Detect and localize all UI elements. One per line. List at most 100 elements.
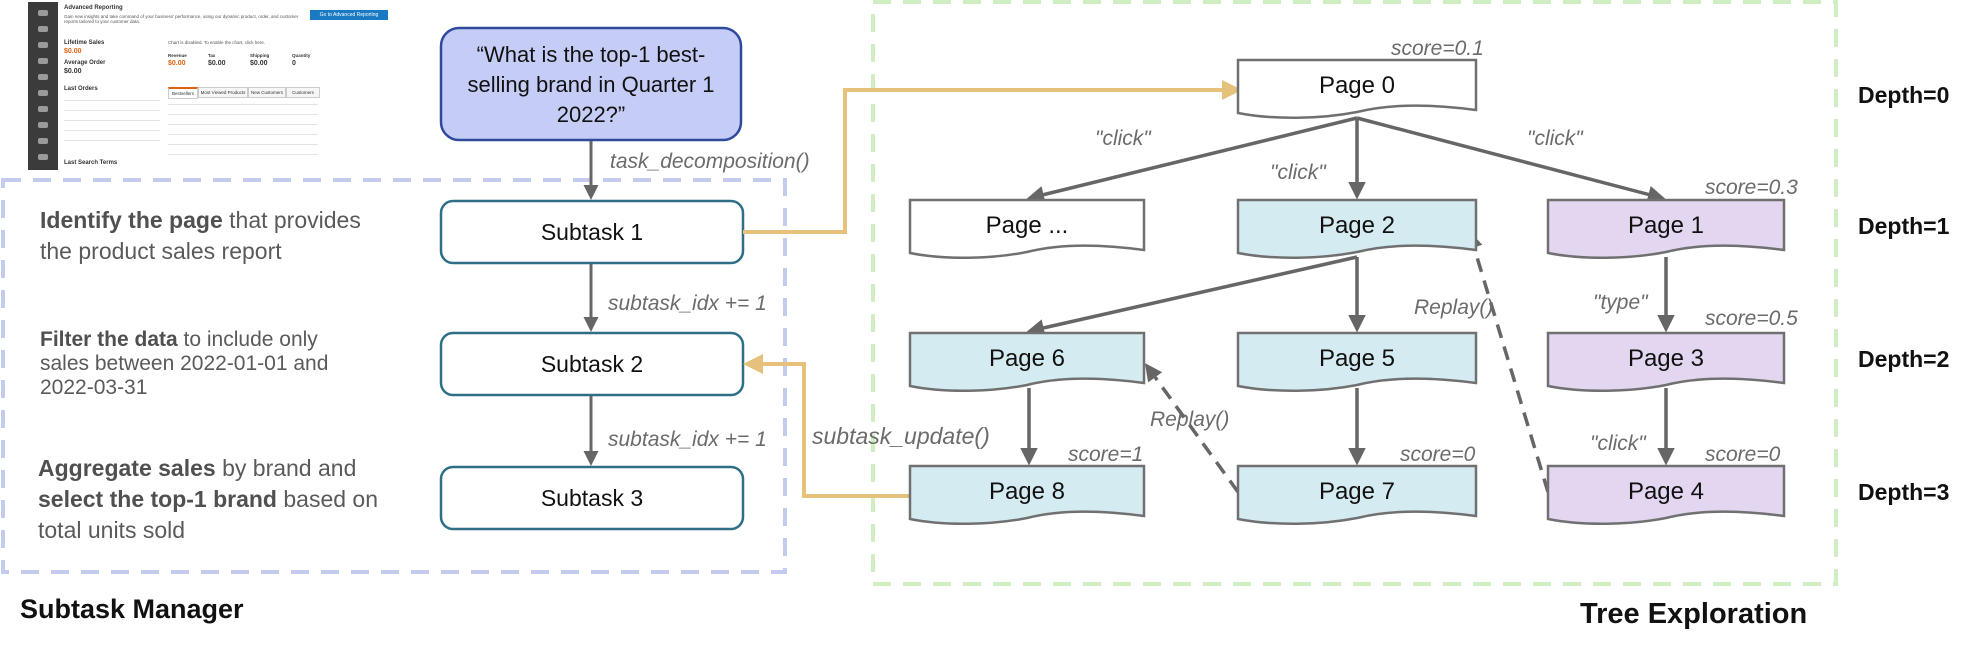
dashboard-thumbnail: Advanced Reporting Gain new insights and… bbox=[28, 2, 388, 172]
page-shape bbox=[1546, 331, 1786, 393]
replay-label-lower: Replay() bbox=[1150, 408, 1229, 431]
subtask-1-desc-line: the product sales report bbox=[40, 238, 282, 264]
stat-tax-value: $0.00 bbox=[208, 60, 226, 67]
thumb-subtitle: Gain new insights and take command of yo… bbox=[64, 14, 299, 24]
bestseller-row bbox=[168, 144, 318, 145]
subtask-2-label: Subtask 2 bbox=[541, 351, 643, 377]
customers-icon bbox=[38, 58, 48, 64]
page-label-pdots: Page ... bbox=[986, 212, 1069, 239]
reports-icon bbox=[38, 106, 48, 112]
subtask-1-box: Subtask 1 bbox=[439, 199, 745, 265]
page-node-p7: Page 7 bbox=[1236, 464, 1478, 526]
tab-new-customers[interactable]: New Customers bbox=[248, 87, 286, 98]
subtask-3-label: Subtask 3 bbox=[541, 485, 643, 511]
page-shape bbox=[1236, 58, 1478, 120]
stat-revenue-label: Revenue bbox=[168, 53, 187, 58]
marketing-icon bbox=[38, 74, 48, 80]
sales-icon bbox=[38, 26, 48, 32]
question-line-2: selling brand in Quarter 1 bbox=[467, 72, 714, 97]
page-node-p2: Page 2 bbox=[1236, 198, 1478, 260]
page-node-p3: Page 3 bbox=[1546, 331, 1786, 393]
score-page-7: score=0 bbox=[1400, 443, 1476, 466]
content-icon bbox=[38, 90, 48, 96]
admin-sidebar bbox=[28, 2, 58, 170]
subtask-update-arrow bbox=[743, 354, 910, 498]
page-shape bbox=[1236, 331, 1478, 393]
page-node-p1: Page 1 bbox=[1546, 198, 1786, 260]
depth-2-label: Depth=2 bbox=[1858, 346, 1949, 372]
score-page-0: score=0.1 bbox=[1391, 37, 1484, 60]
score-page-1: score=0.3 bbox=[1705, 176, 1798, 199]
decomposition-label: task_decomposition() bbox=[610, 150, 810, 173]
tree-edges bbox=[1020, 116, 1675, 466]
stat-shipping-label: Shipping bbox=[250, 53, 270, 58]
edge-label-click-mid: "click" bbox=[1270, 161, 1327, 184]
page-shape bbox=[908, 331, 1146, 393]
lifetime-sales-value: $0.00 bbox=[64, 48, 82, 55]
stores-icon bbox=[38, 122, 48, 128]
bestseller-row bbox=[168, 124, 318, 125]
page-shape bbox=[908, 464, 1146, 526]
page-node-pdots: Page ... bbox=[908, 198, 1146, 260]
depth-3-label: Depth=3 bbox=[1858, 479, 1949, 505]
page-label-p8: Page 8 bbox=[989, 478, 1065, 505]
orders-row bbox=[64, 140, 160, 141]
question-line-1: “What is the top-1 best- bbox=[477, 42, 706, 67]
page-shape bbox=[908, 198, 1146, 260]
edge-label-click-left: "click" bbox=[1095, 127, 1152, 150]
tab-customers[interactable]: Customers bbox=[286, 87, 320, 98]
subtask-3-desc-line: select the top-1 brand based on bbox=[38, 486, 378, 512]
replay-edges bbox=[1144, 230, 1550, 494]
subtask-to-tree-arrow bbox=[743, 80, 1242, 234]
page-node-p4: Page 4 bbox=[1546, 464, 1786, 526]
subtask-2-box: Subtask 2 bbox=[439, 331, 745, 397]
page-node-p6: Page 6 bbox=[908, 331, 1146, 393]
orders-row bbox=[64, 120, 160, 121]
orders-row bbox=[64, 100, 160, 101]
advanced-reporting-button[interactable]: Go to Advanced Reporting bbox=[310, 10, 388, 20]
subtask-update-label: subtask_update() bbox=[812, 423, 990, 449]
page-label-p6: Page 6 bbox=[989, 345, 1065, 372]
bestseller-row bbox=[168, 154, 318, 155]
subtask-2-desc-line: 2022-03-31 bbox=[40, 376, 147, 399]
score-page-3: score=0.5 bbox=[1705, 307, 1798, 330]
score-page-8: score=1 bbox=[1068, 443, 1143, 466]
tab-bestsellers[interactable]: Bestsellers bbox=[168, 87, 198, 99]
bestseller-row bbox=[168, 104, 318, 105]
score-page-4: score=0 bbox=[1705, 443, 1781, 466]
page-label-p1: Page 1 bbox=[1628, 212, 1704, 239]
chart-disabled-note: Chart is disabled. To enable the chart, … bbox=[168, 40, 265, 45]
page-node-p5: Page 5 bbox=[1236, 331, 1478, 393]
replay-label-upper: Replay() bbox=[1414, 296, 1493, 319]
lifetime-sales-label: Lifetime Sales bbox=[64, 40, 105, 46]
increment-label-1: subtask_idx += 1 bbox=[608, 292, 767, 315]
last-search-terms-label: Last Search Terms bbox=[64, 160, 118, 166]
question-line-3: 2022?” bbox=[557, 102, 626, 127]
subtask-2-desc-line: sales between 2022-01-01 and bbox=[40, 352, 328, 375]
thumb-title: Advanced Reporting bbox=[64, 5, 123, 11]
stat-shipping-value: $0.00 bbox=[250, 60, 268, 67]
page-shape bbox=[1236, 198, 1478, 260]
average-order-label: Average Order bbox=[64, 60, 106, 66]
stat-revenue-value: $0.00 bbox=[168, 60, 186, 67]
system-icon bbox=[38, 138, 48, 144]
tab-most-viewed[interactable]: Most Viewed Products bbox=[198, 87, 248, 98]
subtask-3-desc-line: Aggregate sales by brand and bbox=[38, 455, 356, 481]
stat-quantity-value: 0 bbox=[292, 60, 296, 67]
page-node-p8: Page 8 bbox=[908, 464, 1146, 526]
tree-exploration-title: Tree Exploration bbox=[1580, 598, 1807, 630]
extensions-icon bbox=[38, 154, 48, 160]
page-shape bbox=[1546, 464, 1786, 526]
subtask-3-desc-line: total units sold bbox=[38, 517, 185, 543]
edge-label-click-p4: "click" bbox=[1590, 432, 1647, 455]
subtask-manager-frame bbox=[1, 178, 787, 574]
edge-label-click-right: "click" bbox=[1527, 127, 1584, 150]
dashboard-icon bbox=[38, 10, 48, 16]
page-shape bbox=[1546, 198, 1786, 260]
page-label-p7: Page 7 bbox=[1319, 478, 1395, 505]
subtask-3-box: Subtask 3 bbox=[439, 465, 745, 531]
bestseller-row bbox=[168, 114, 318, 115]
